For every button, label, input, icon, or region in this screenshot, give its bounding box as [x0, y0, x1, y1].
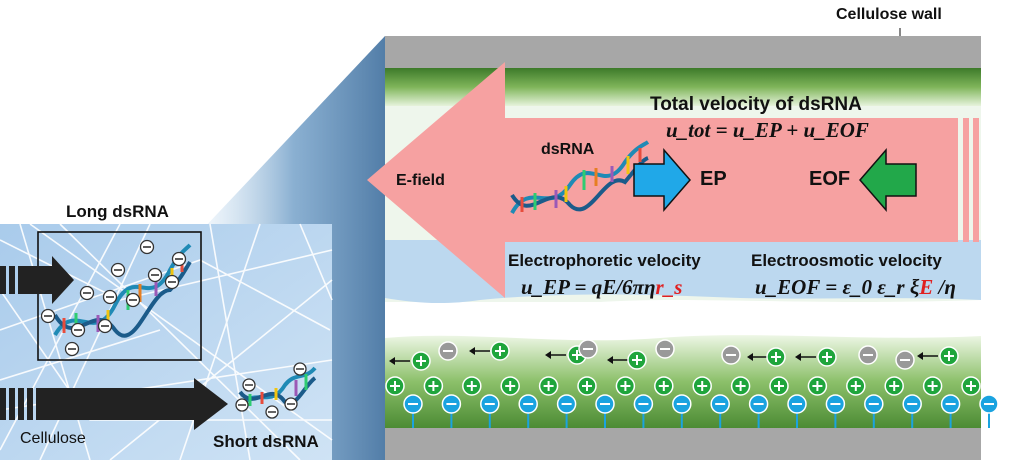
- cellulose-wall-label: Cellulose wall: [836, 6, 942, 23]
- eof-arrow: [859, 147, 917, 213]
- cellulose-mesh-panel: [0, 223, 333, 461]
- positive-ion: [538, 376, 559, 396]
- ep-arrow: [633, 147, 691, 213]
- short-dsrna-label: Short dsRNA: [213, 432, 319, 451]
- electrophoretic-velocity-equation: u_EP = qE/6πηr_s: [521, 275, 682, 300]
- positive-ion: [462, 376, 482, 396]
- e-field-label: E-field: [396, 172, 445, 189]
- positive-ion: [654, 376, 674, 396]
- positive-ion: [615, 376, 636, 396]
- negative-surface-charge: [633, 394, 654, 428]
- negative-surface-charge: [710, 394, 730, 428]
- positive-ion: [807, 376, 828, 396]
- ep-equation-main: u_EP = qE/6πη: [521, 275, 656, 299]
- negative-surface-charge: [787, 394, 807, 428]
- zoom-selection-box: [37, 231, 202, 361]
- negative-surface-charge: [441, 394, 462, 428]
- negative-surface-charge: [748, 394, 769, 428]
- negative-surface-charge: [825, 394, 846, 428]
- positive-ion: [884, 376, 904, 396]
- positive-ion: [692, 376, 712, 396]
- electroosmotic-velocity-equation: u_EOF = ε_0 ε_r ξE /η: [755, 275, 956, 300]
- negative-surface-charge: [480, 394, 500, 428]
- positive-ion: [730, 376, 751, 396]
- ep-equation-radius: r_s: [655, 275, 683, 299]
- negative-surface-charge: [979, 394, 999, 428]
- negative-surface-charge: [403, 394, 423, 428]
- eof-label: EOF: [809, 168, 851, 190]
- mobile-ions: [389, 339, 959, 371]
- total-velocity-equation: u_tot = u_EP + u_EOF: [666, 118, 869, 142]
- flow-arrow-bottom: [0, 378, 228, 430]
- eof-equation-tail: /η: [933, 275, 956, 299]
- positive-ion: [500, 376, 520, 396]
- long-dsrna-label: Long dsRNA: [66, 202, 169, 221]
- negative-surface-charge: [672, 394, 692, 428]
- cellulose-wall-top: [385, 36, 981, 68]
- positive-ion: [922, 376, 943, 396]
- cellulose-wall-bottom: [385, 428, 981, 460]
- negative-surface-charge: [518, 394, 538, 428]
- positive-ion: [961, 376, 981, 396]
- dsrna-label: dsRNA: [541, 141, 595, 158]
- electroosmotic-velocity-label: Electroosmotic velocity: [751, 251, 942, 270]
- positive-ion: [577, 376, 597, 396]
- positive-ion: [423, 376, 444, 396]
- ep-label: EP: [700, 168, 727, 190]
- negative-surface-charge: [940, 394, 961, 428]
- negative-surface-charge: [902, 394, 922, 428]
- negative-surface-charge: [556, 394, 577, 428]
- eof-equation-main: u_EOF = ε_0 ε_r ξ: [755, 275, 920, 299]
- surface-charges: [385, 376, 999, 428]
- electrophoretic-velocity-label: Electrophoretic velocity: [508, 251, 701, 270]
- negative-surface-charge: [864, 394, 884, 428]
- positive-ion: [769, 376, 789, 396]
- flow-arrow-top: [0, 256, 74, 304]
- total-velocity-label: Total velocity of dsRNA: [650, 94, 862, 115]
- cellulose-label: Cellulose: [20, 430, 86, 447]
- negative-surface-charge: [595, 394, 615, 428]
- positive-ion: [385, 376, 405, 396]
- positive-ion: [846, 376, 866, 396]
- eof-equation-field: E: [919, 275, 934, 299]
